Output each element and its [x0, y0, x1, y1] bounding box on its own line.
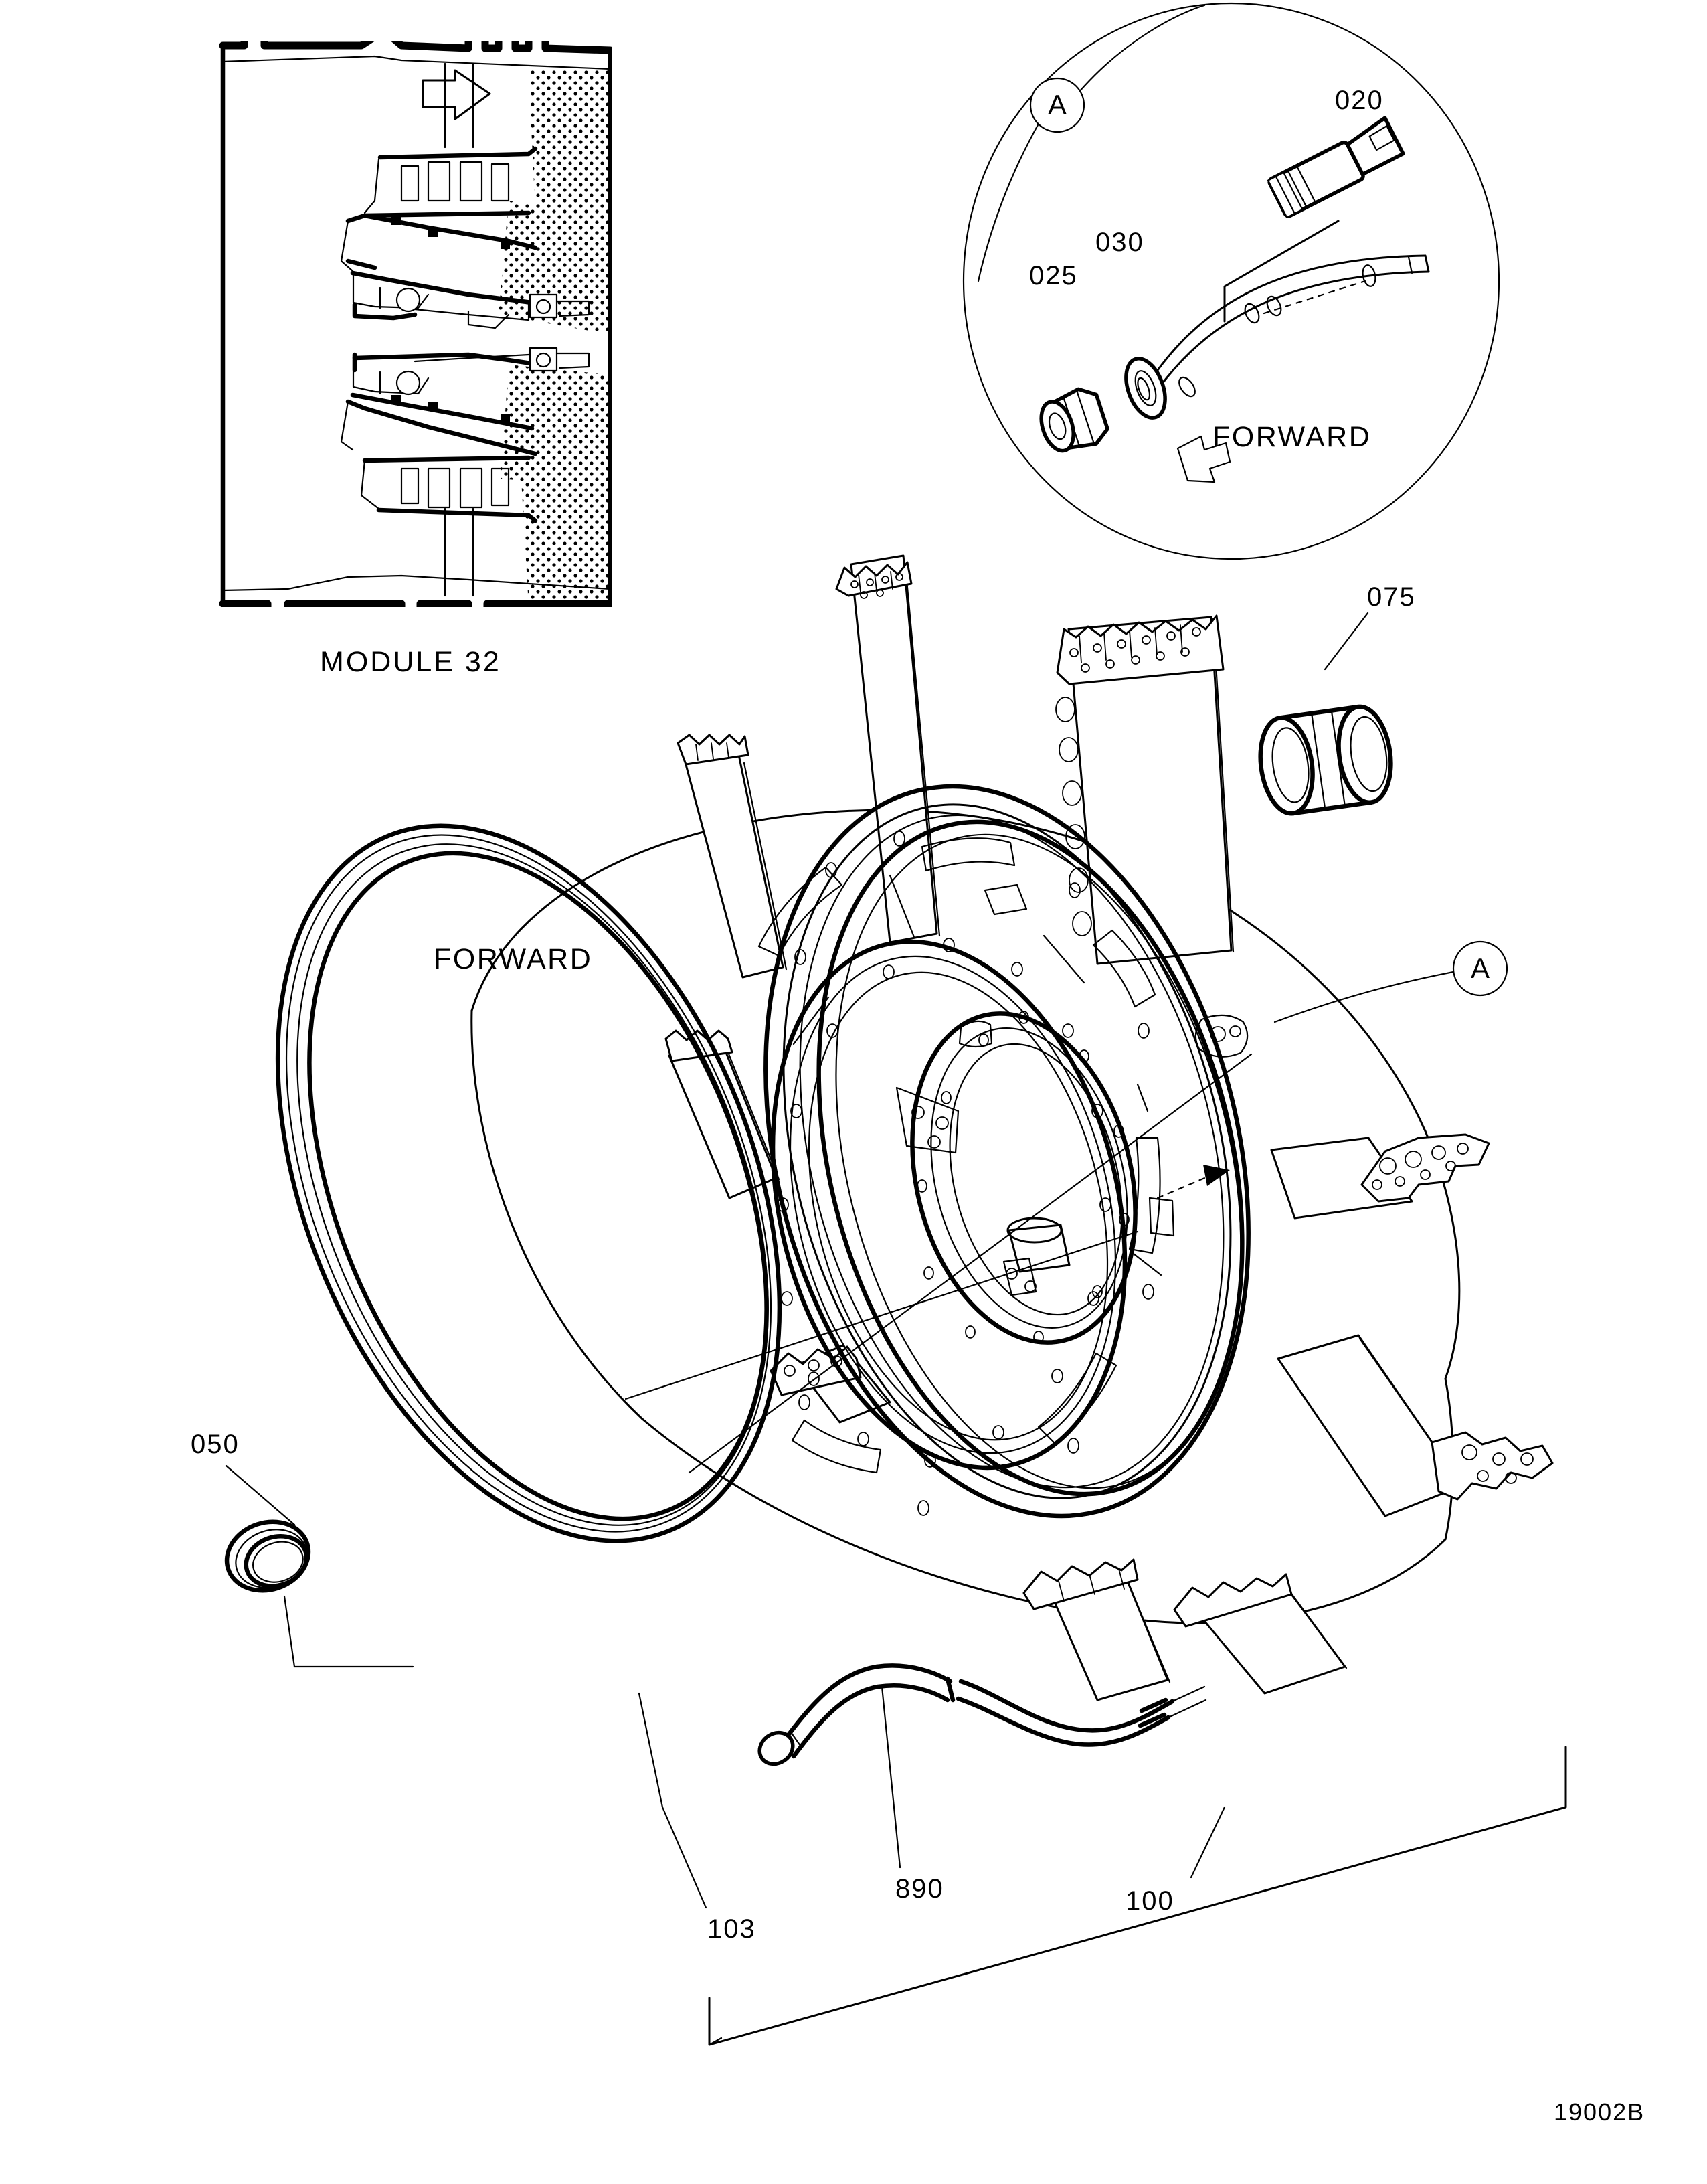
part-label-890: 890 — [895, 1874, 944, 1904]
leader-lines — [225, 612, 1567, 2046]
inner-bore-ring — [910, 1011, 1138, 1345]
part-label-103: 103 — [707, 1914, 756, 1944]
triangular-pad — [895, 1086, 960, 1154]
outer-ring-flange — [757, 784, 1251, 1519]
part-050-seal-ring — [224, 1519, 311, 1593]
module-32-label: MODULE 32 — [320, 646, 501, 678]
part-label-075: 075 — [1367, 582, 1416, 612]
detail-circle-a — [962, 2, 1500, 560]
main-forward-label: FORWARD — [434, 943, 593, 975]
port-boss — [1002, 1217, 1071, 1296]
detail-callout-a-letter: A — [1047, 89, 1067, 120]
part-075-bushing — [1258, 704, 1393, 816]
part-label-050: 050 — [191, 1430, 240, 1459]
drawing-number: 19002B — [1554, 2098, 1645, 2126]
part-label-020: 020 — [1335, 86, 1384, 115]
inner-hub-ring — [770, 938, 1128, 1471]
module-32-inset — [219, 41, 612, 607]
main-callout-a-letter: A — [1470, 952, 1490, 984]
part-890-lead — [757, 1663, 1207, 1766]
main-assembly-view — [224, 554, 1554, 1766]
hub-spokes — [792, 874, 1162, 1276]
part-label-025: 025 — [1029, 261, 1078, 290]
detail-forward-label: FORWARD — [1212, 421, 1372, 453]
part-103-seal-ring — [275, 823, 782, 1543]
boss-detail-a — [1194, 1014, 1249, 1058]
part-label-100: 100 — [1126, 1886, 1174, 1916]
frame-struts — [664, 554, 1554, 1701]
part-label-030: 030 — [1095, 228, 1144, 257]
